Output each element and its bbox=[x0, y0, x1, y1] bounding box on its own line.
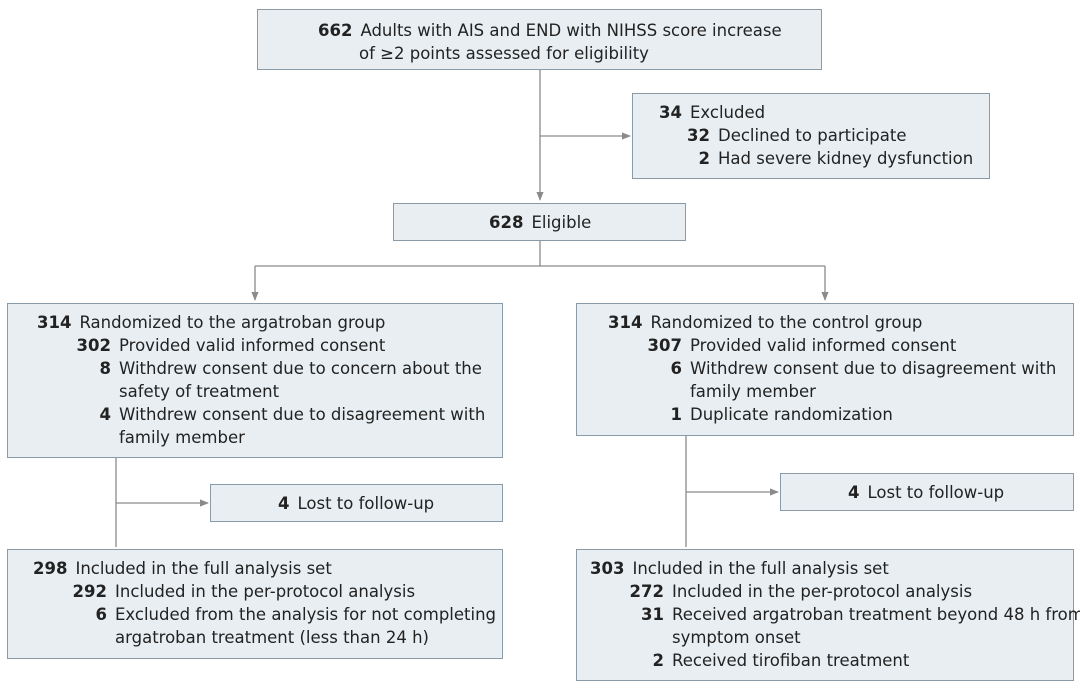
control-pp-count: 272 bbox=[629, 582, 664, 601]
control-fas-text: Included in the full analysis set bbox=[632, 559, 889, 578]
control-consent-text: Provided valid informed consent bbox=[690, 336, 957, 355]
screening-text-line1: Adults with AIS and END with NIHSS score… bbox=[360, 21, 782, 40]
control-duplicate-count: 1 bbox=[670, 405, 682, 424]
excluded-kidney-count: 2 bbox=[698, 149, 710, 168]
eligible-count: 628 bbox=[489, 213, 524, 232]
argatroban-excl-text: Excluded from the analysis for not compl… bbox=[115, 603, 496, 649]
control-lost-box: 4 Lost to follow-up bbox=[780, 473, 1074, 511]
control-beyond-text: Received argatroban treatment beyond 48 … bbox=[672, 603, 1080, 649]
argatroban-withdrew1-text: Withdrew consent due to concern about th… bbox=[119, 357, 482, 403]
excluded-kidney-text: Had severe kidney dysfunction bbox=[718, 149, 974, 168]
eligible-label: Eligible bbox=[531, 213, 592, 232]
control-lost-count: 4 bbox=[848, 483, 860, 502]
argatroban-randomized-text: Randomized to the argatroban group bbox=[79, 313, 386, 332]
control-beyond-line1: Received argatroban treatment beyond 48 … bbox=[672, 605, 1080, 624]
argatroban-consent-text: Provided valid informed consent bbox=[119, 336, 386, 355]
control-analysis-box: 303 Included in the full analysis set 27… bbox=[576, 549, 1080, 681]
argatroban-excl-count: 6 bbox=[95, 605, 107, 624]
argatroban-excl-line1: Excluded from the analysis for not compl… bbox=[115, 605, 497, 624]
argatroban-pp-count: 292 bbox=[72, 582, 107, 601]
argatroban-withdrew1-count: 8 bbox=[99, 359, 111, 378]
excluded-declined-count: 32 bbox=[687, 126, 710, 145]
argatroban-lost-box: 4 Lost to follow-up bbox=[210, 484, 503, 522]
argatroban-consent-count: 302 bbox=[76, 336, 111, 355]
control-fas-count: 303 bbox=[590, 559, 625, 578]
argatroban-withdrew1-line1: Withdrew consent due to concern about th… bbox=[119, 359, 482, 378]
argatroban-lost-text: Lost to follow-up bbox=[297, 494, 435, 513]
control-randomized-box: 314 Randomized to the control group 307 … bbox=[576, 303, 1074, 436]
control-lost-text: Lost to follow-up bbox=[867, 483, 1005, 502]
control-tirofiban-count: 2 bbox=[652, 651, 664, 670]
argatroban-fas-count: 298 bbox=[33, 559, 68, 578]
control-withdrew-count: 6 bbox=[670, 359, 682, 378]
argatroban-lost-count: 4 bbox=[278, 494, 290, 513]
argatroban-excl-line2: argatroban treatment (less than 24 h) bbox=[115, 628, 429, 647]
control-beyond-count: 31 bbox=[641, 605, 664, 624]
control-withdrew-line2: family member bbox=[690, 382, 816, 401]
argatroban-analysis-box: 298 Included in the full analysis set 29… bbox=[7, 549, 503, 659]
argatroban-randomized-box: 314 Randomized to the argatroban group 3… bbox=[7, 303, 503, 458]
argatroban-randomized-count: 314 bbox=[37, 313, 72, 332]
screening-text-line2: of ≥2 points assessed for eligibility bbox=[359, 44, 649, 63]
argatroban-withdrew1-line2: safety of treatment bbox=[119, 382, 280, 401]
control-randomized-text: Randomized to the control group bbox=[650, 313, 923, 332]
eligible-box: 628 Eligible bbox=[393, 203, 686, 241]
argatroban-withdrew2-line1: Withdrew consent due to disagreement wit… bbox=[119, 405, 486, 424]
argatroban-withdrew2-text: Withdrew consent due to disagreement wit… bbox=[119, 403, 485, 449]
control-consent-count: 307 bbox=[647, 336, 682, 355]
excluded-count: 34 bbox=[659, 103, 682, 122]
control-randomized-count: 314 bbox=[608, 313, 643, 332]
argatroban-fas-text: Included in the full analysis set bbox=[75, 559, 332, 578]
argatroban-pp-text: Included in the per-protocol analysis bbox=[115, 582, 416, 601]
excluded-label: Excluded bbox=[689, 103, 766, 122]
control-pp-text: Included in the per-protocol analysis bbox=[672, 582, 973, 601]
control-beyond-line2: symptom onset bbox=[672, 628, 801, 647]
control-tirofiban-text: Received tirofiban treatment bbox=[672, 651, 910, 670]
screening-count: 662 bbox=[318, 21, 353, 40]
control-withdrew-text: Withdrew consent due to disagreement wit… bbox=[690, 357, 1056, 403]
argatroban-withdrew2-count: 4 bbox=[99, 405, 111, 424]
argatroban-withdrew2-line2: family member bbox=[119, 428, 245, 447]
excluded-box: 34 Excluded 32 Declined to participate 2… bbox=[632, 93, 990, 179]
control-withdrew-line1: Withdrew consent due to disagreement wit… bbox=[690, 359, 1057, 378]
excluded-declined-text: Declined to participate bbox=[718, 126, 907, 145]
control-duplicate-text: Duplicate randomization bbox=[690, 405, 893, 424]
screening-box: 662 Adults with AIS and END with NIHSS s… bbox=[257, 9, 822, 70]
